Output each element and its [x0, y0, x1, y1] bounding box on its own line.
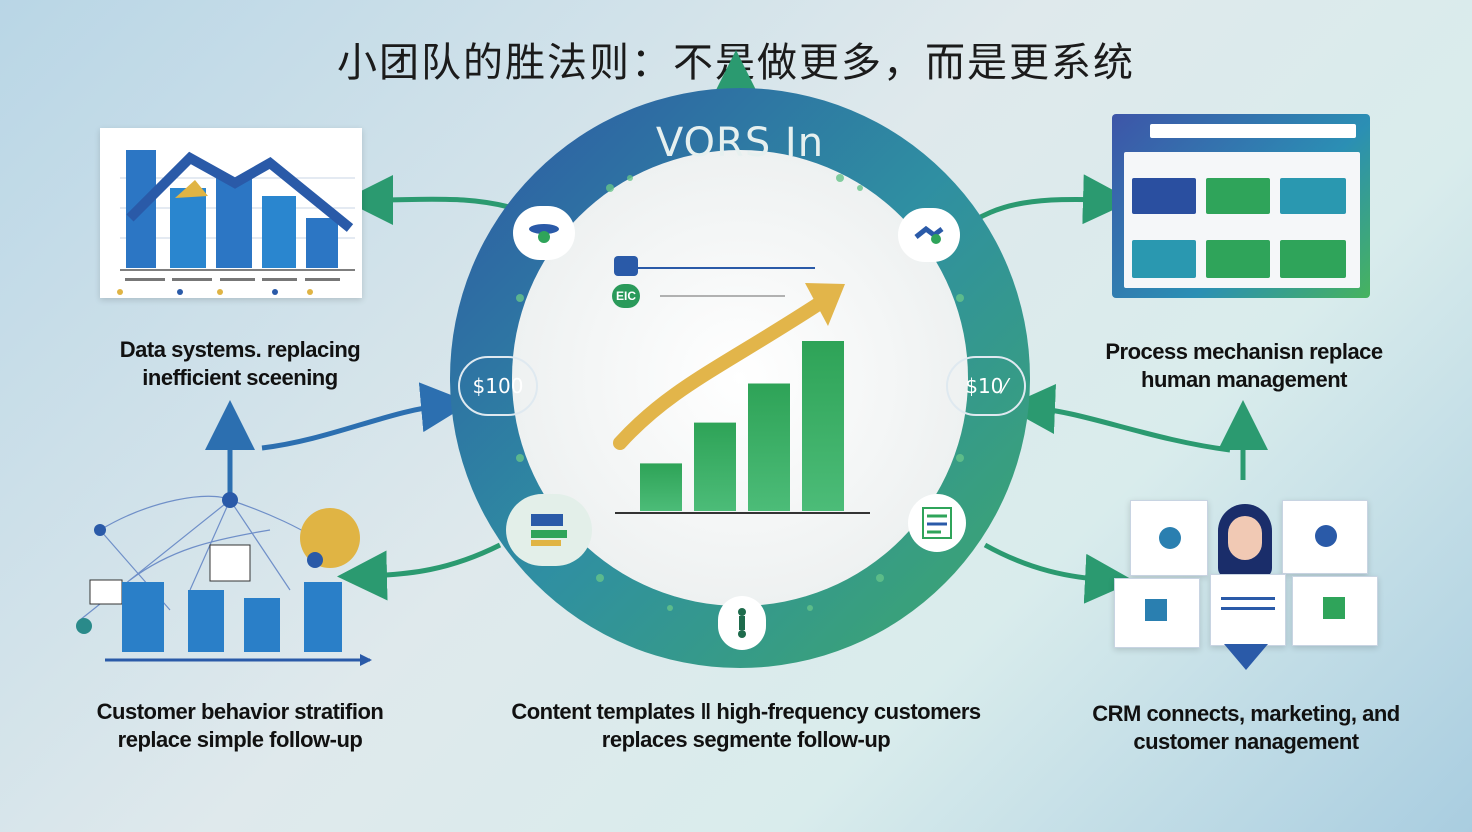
central-hub [450, 88, 1030, 668]
hub-brand: VORS In [655, 120, 825, 166]
caption-line: Content templates ‖ high-frequency custo… [511, 699, 981, 724]
caption-line: human management [1141, 367, 1347, 392]
right-value-node: $10⁄ [946, 356, 1026, 416]
caption-process-mechanism: Process mechanisn replace human manageme… [1064, 338, 1424, 394]
hub-badge: EIC [612, 284, 640, 308]
caption-line: replaces segmente follow-up [601, 727, 891, 752]
left-value-node: $100 [458, 356, 538, 416]
caption-content-templates: Content templates ‖ high-frequency custo… [486, 698, 1006, 754]
caption-line: inefficient sceening [142, 365, 338, 390]
hub-badge-top [614, 256, 638, 276]
growth-arrow [613, 296, 827, 450]
caption-customer-behavior: Customer behavior stratifion replace sim… [60, 698, 420, 754]
document-icon [506, 494, 592, 566]
process-dashboard [1112, 114, 1370, 298]
data-chart [117, 150, 355, 295]
caption-line: CRM connects, marketing, and [1092, 701, 1400, 726]
caption-line: replace simple follow-up [117, 727, 363, 752]
data-chart-panel [100, 128, 362, 298]
hub-bar [748, 383, 790, 511]
crm-illustration [1114, 500, 1384, 670]
handshake-icon [898, 208, 960, 262]
caption-line: Process mechanisn replace [1105, 339, 1383, 364]
list-icon [908, 494, 966, 552]
hub-bar-chart [640, 341, 844, 511]
link-icon [718, 596, 766, 650]
customer-stratification-illustration [76, 492, 372, 666]
hub-bar [802, 341, 844, 511]
hub-bar [694, 422, 736, 511]
caption-crm: CRM connects, marketing, and customer na… [1066, 700, 1426, 756]
caption-line: customer nanagement [1133, 729, 1359, 754]
chat-icon [513, 206, 575, 260]
caption-data-systems: Data systems. replacing inefficient scee… [60, 336, 420, 392]
caption-line: Customer behavior stratifion [96, 699, 384, 724]
hub-bar [640, 463, 682, 511]
caption-line: Data systems. replacing [119, 337, 361, 362]
